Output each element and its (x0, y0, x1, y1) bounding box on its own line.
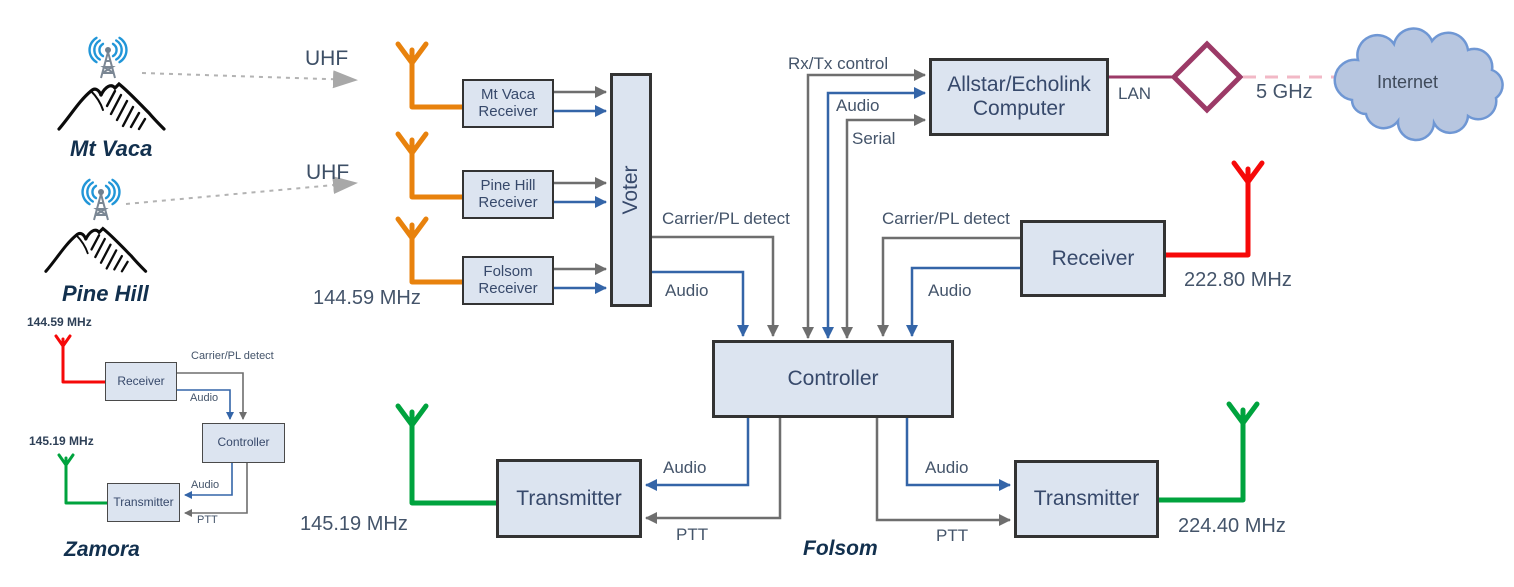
radio-tower-icon (88, 36, 128, 80)
lan-label: LAN (1118, 84, 1152, 103)
internet-cloud-icon (1333, 27, 1504, 142)
zamora-transmitter-box: Transmitter (107, 483, 180, 522)
frequency-224-label: 224.40 MHz (1178, 515, 1286, 537)
audio-allstar-label: Audio (836, 96, 880, 115)
frequency-145-label: 145.19 MHz (300, 513, 408, 535)
receiver-voter-links (554, 86, 607, 294)
internet-label: Internet (1377, 72, 1439, 92)
pine-hill-receiver-label-2: Receiver (478, 193, 538, 211)
site-folsom-label: Folsom (803, 537, 878, 560)
receiver-222-box: Receiver (1020, 220, 1166, 297)
zamora-links (177, 372, 248, 517)
folsom-receiver-box: Folsom Receiver (462, 256, 554, 305)
mt-vaca-receiver-label-1: Mt Vaca (481, 85, 535, 103)
mt-vaca-receiver-label-2: Receiver (478, 102, 538, 120)
zamora-rx-frequency-label: 144.59 MHz (27, 315, 92, 329)
zamora-audio-tx-label: Audio (191, 479, 220, 491)
zamora-controller-label: Controller (217, 435, 270, 450)
controller-allstar-links (802, 69, 926, 339)
antenna-145-icon (395, 403, 499, 506)
transmitter-145-box: Transmitter (496, 459, 642, 538)
site-pine-hill-label: Pine Hill (62, 281, 149, 306)
audio-voter-label: Audio (665, 281, 709, 300)
uhf-rf-path-mt-vaca (141, 70, 358, 89)
zamora-carrier-pl-label: Carrier/PL detect (191, 350, 274, 362)
serial-label: Serial (852, 129, 896, 148)
uhf-antenna-icons (395, 41, 465, 285)
carrier-pl-receiver-label: Carrier/PL detect (882, 209, 1010, 228)
controller-box: Controller (712, 340, 954, 418)
mountain-icon (44, 227, 148, 273)
receiver222-controller-links (877, 236, 1020, 337)
folsom-receiver-label-1: Folsom (483, 262, 533, 280)
zamora-tx-frequency-label: 145.19 MHz (29, 434, 94, 448)
radio-tower-icon (81, 178, 121, 222)
zamora-ptt-label: PTT (197, 514, 218, 526)
rxtx-control-label: Rx/Tx control (788, 54, 889, 73)
zamora-audio-rx-label: Audio (190, 392, 219, 404)
allstar-label-1: Allstar/Echolink (947, 73, 1091, 97)
ptt-tx-left-label: PTT (676, 525, 709, 544)
audio-tx-right-label: Audio (925, 458, 969, 477)
transmitter-145-label: Transmitter (516, 486, 622, 510)
zamora-antenna-144-icon (54, 334, 107, 384)
frequency-144-label: 144.59 MHz (313, 287, 421, 309)
receiver-222-label: Receiver (1051, 246, 1135, 270)
pine-hill-receiver-box: Pine Hill Receiver (462, 170, 554, 219)
audio-tx-left-label: Audio (663, 458, 707, 477)
carrier-pl-voter-label: Carrier/PL detect (662, 209, 790, 228)
uhf-label-pine-hill: UHF (306, 161, 350, 184)
ptt-tx-right-label: PTT (936, 526, 969, 545)
frequency-222-label: 222.80 MHz (1184, 269, 1292, 291)
voter-label: Voter (619, 165, 642, 215)
site-mt-vaca-label: Mt Vaca (70, 136, 153, 161)
uhf-label-mt-vaca: UHF (305, 47, 349, 70)
site-zamora-label: Zamora (64, 538, 140, 561)
audio-receiver-label: Audio (928, 281, 972, 300)
mountain-icon (57, 82, 166, 131)
allstar-echolink-computer-box: Allstar/Echolink Computer (929, 58, 1109, 136)
wireless-bridge-icon (1170, 40, 1244, 114)
transmitter-224-box: Transmitter (1014, 460, 1159, 538)
folsom-receiver-label-2: Receiver (478, 279, 538, 297)
zamora-transmitter-label: Transmitter (113, 494, 174, 509)
voter-box (610, 73, 652, 307)
antenna-224-icon (1156, 401, 1260, 503)
zamora-receiver-label: Receiver (117, 373, 165, 388)
zamora-antenna-145-icon (57, 453, 109, 505)
mt-vaca-receiver-box: Mt Vaca Receiver (462, 79, 554, 128)
zamora-controller-box: Controller (202, 423, 285, 463)
uhf-rf-path-pine-hill (125, 176, 358, 205)
pine-hill-receiver-label-1: Pine Hill (480, 176, 536, 194)
transmitter-224-label: Transmitter (1033, 487, 1140, 511)
antenna-222-icon (1163, 160, 1265, 258)
5ghz-label: 5 GHz (1256, 81, 1313, 103)
allstar-label-2: Computer (972, 97, 1066, 120)
controller-transmitter-links (645, 418, 1011, 526)
zamora-receiver-box: Receiver (105, 362, 177, 401)
voter-controller-links (652, 235, 779, 337)
controller-label: Controller (787, 367, 879, 391)
